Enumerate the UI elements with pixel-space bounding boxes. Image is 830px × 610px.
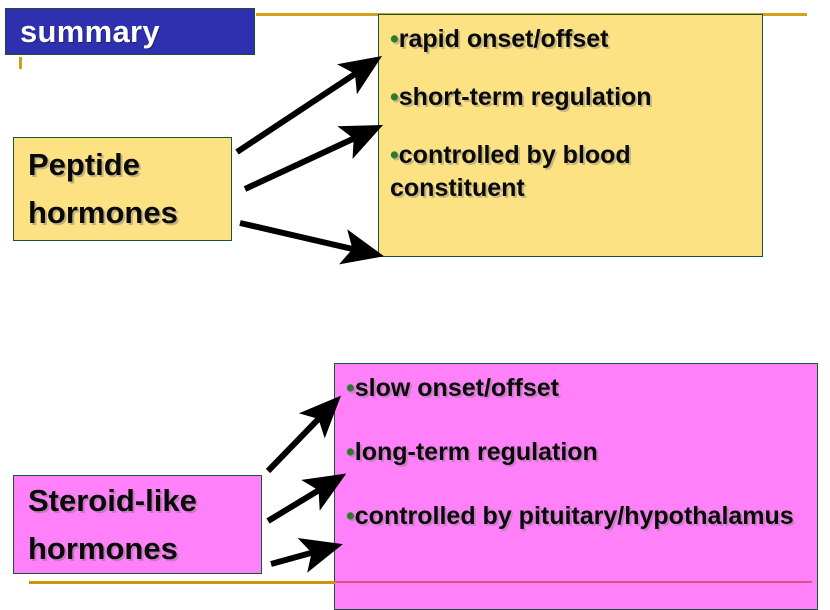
bullet-dot-icon: •	[390, 141, 399, 169]
steroid-hormones-box: Steroid-like hormones	[13, 475, 262, 574]
list-item-label: controlled by pituitary/hypothalamus	[354, 502, 794, 530]
list-item: •controlled by blood constituent	[390, 139, 752, 205]
arrow-steroid-2	[266, 473, 347, 524]
decorative-rule-tick	[19, 57, 22, 69]
bullet-dot-icon: •	[390, 25, 399, 53]
bullet-dot-icon: •	[346, 502, 355, 530]
peptide-label-line-2: hormones	[28, 195, 178, 230]
list-item: •slow onset/offset	[346, 372, 807, 405]
peptide-properties-box: •rapid onset/offset •short-term regulati…	[378, 14, 763, 257]
arrow-peptide-2	[243, 124, 384, 192]
bullet-dot-icon: •	[390, 83, 399, 111]
arrow-peptide-1	[235, 56, 383, 155]
decorative-rule-bottom-overlay	[335, 581, 812, 583]
list-item-label: controlled by blood constituent	[390, 141, 631, 202]
bullet-dot-icon: •	[346, 438, 355, 466]
list-item: •rapid onset/offset	[390, 23, 752, 56]
list-item-label: rapid onset/offset	[398, 25, 609, 53]
arrow-steroid-1	[265, 395, 342, 474]
arrow-peptide-3	[239, 220, 385, 265]
list-item-label: long-term regulation	[354, 438, 598, 466]
steroid-label-line-2: hormones	[28, 530, 178, 566]
peptide-hormones-box: Peptide hormones	[13, 137, 232, 241]
slide-title-box: summary	[5, 8, 255, 55]
peptide-label-line-1: Peptide	[28, 147, 140, 182]
list-item-label: short-term regulation	[398, 83, 652, 111]
list-item: •controlled by pituitary/hypothalamus	[346, 500, 807, 533]
arrow-steroid-3	[270, 537, 343, 573]
list-item: •long-term regulation	[346, 436, 807, 469]
page-title: summary	[20, 13, 160, 49]
steroid-label-line-1: Steroid-like	[28, 482, 197, 518]
decorative-rule-bottom	[29, 581, 335, 584]
bullet-dot-icon: •	[346, 374, 355, 402]
list-item: •short-term regulation	[390, 81, 752, 114]
steroid-properties-box: •slow onset/offset •long-term regulation…	[334, 363, 818, 610]
list-item-label: slow onset/offset	[354, 374, 559, 402]
